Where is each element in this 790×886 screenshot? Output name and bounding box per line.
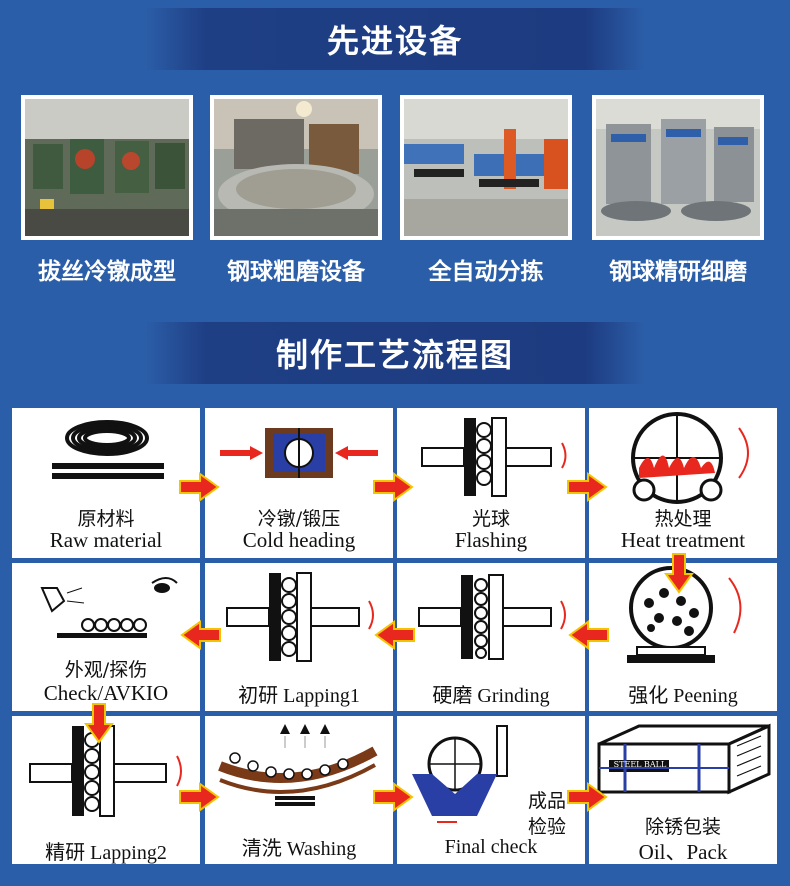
step-label-zh: 成品 [527, 790, 566, 812]
step-label-en: Flashing [454, 528, 528, 552]
process-step-cold-heading: 冷镦/锻压 Cold heading [205, 408, 393, 558]
step-label-zh: 强化 [628, 685, 669, 707]
step-label-en: Final check [444, 836, 538, 858]
steel-ball-box-icon [597, 723, 771, 795]
section-title: 制作工艺流程图 [275, 336, 514, 374]
process-step-raw-material: 原材料 Raw material [12, 408, 200, 558]
step-label-en: Grinding [477, 685, 550, 707]
inspection-eye-icon [40, 577, 178, 638]
equipment-photo [210, 95, 382, 240]
auto-sorting-line-photo [404, 99, 568, 236]
step-label-zh: 冷镦/锻压 [257, 508, 341, 530]
flow-arrow-right-icon [567, 472, 608, 502]
step-label-zh: 硬磨 [432, 685, 473, 707]
furnace-drum-icon [631, 412, 749, 504]
equipment-photo [21, 95, 193, 240]
equipment-photo [400, 95, 572, 240]
wire-coil-icon [52, 420, 164, 479]
step-label-zh: 热处理 [654, 508, 712, 530]
step-label-zh: 初研 [238, 685, 279, 707]
process-step-final-check: 成品 检验 Final check [397, 716, 585, 864]
equipment-caption: 钢球精研细磨 [609, 259, 747, 285]
section-banner-equipment: 先进设备 [145, 8, 645, 70]
lapping-plates-icon [29, 725, 182, 817]
flow-arrow-down-icon [664, 553, 694, 594]
equipment-caption: 全自动分拣 [428, 259, 544, 285]
grinding-plates-icon [418, 574, 566, 660]
washing-conveyor-icon [218, 724, 378, 806]
equipment-caption: 拔丝冷镦成型 [38, 259, 176, 285]
process-step-pack: STEEL BALL 除锈包装 Oil、Pack [589, 716, 777, 864]
flow-arrow-down-icon [84, 703, 114, 744]
step-label-combined: 硬磨 Grinding [397, 679, 585, 708]
box-label: STEEL BALL [613, 760, 667, 769]
flow-arrow-left-icon [568, 620, 609, 650]
process-step-washing: 清洗 Washing [205, 716, 393, 864]
step-label-combined: 清洗 Washing [205, 832, 393, 861]
process-step-lapping1: 初研 Lapping1 [205, 563, 393, 711]
flow-arrow-right-icon [373, 782, 414, 812]
equipment-caption: 钢球粗磨设备 [227, 259, 365, 285]
step-label-zh: 光球 [471, 508, 510, 530]
step-label-en: Washing [286, 838, 357, 860]
step-label-combined: 强化 Peening [589, 679, 777, 708]
process-step-grinding: 硬磨 Grinding [397, 563, 585, 711]
step-label-combined: 精研 Lapping2 [12, 836, 200, 865]
step-label-combined: 初研 Lapping1 [205, 679, 393, 708]
rough-grinding-machine-photo [214, 99, 378, 236]
step-label-zh: 清洗 [241, 838, 282, 860]
step-label-en: Peening [673, 685, 738, 707]
equipment-photo [592, 95, 764, 240]
final-check-icon [412, 725, 508, 823]
flow-arrow-right-icon [567, 782, 608, 812]
cold-heading-machines-photo [25, 99, 189, 236]
process-step-heat-treatment: 热处理 Heat treatment [589, 408, 777, 558]
step-label-en: Heat treatment [620, 528, 746, 552]
flow-arrow-left-icon [374, 620, 415, 650]
step-label-en: Check/AVKIO [43, 681, 169, 705]
flashing-plates-icon [421, 417, 567, 497]
process-step-flashing: 光球 Flashing [397, 408, 585, 558]
step-label-zh: 原材料 [77, 508, 135, 530]
flow-arrow-right-icon [179, 782, 220, 812]
step-label-en: Raw material [49, 528, 163, 552]
step-label-zh: 除锈包装 [644, 816, 721, 838]
lapping-plates-icon [226, 572, 374, 662]
step-label-en: Oil、Pack [638, 840, 728, 864]
step-label-zh: 精研 [45, 842, 86, 864]
peening-drum-icon [627, 566, 742, 663]
fine-lapping-machine-photo [596, 99, 760, 236]
step-label-zh: 检验 [527, 816, 566, 838]
step-label-en: Lapping1 [283, 685, 360, 707]
flow-arrow-right-icon [179, 472, 220, 502]
section-title: 先进设备 [326, 22, 463, 60]
step-label-en: Cold heading [242, 528, 356, 552]
flow-arrow-left-icon [180, 620, 221, 650]
section-banner-process: 制作工艺流程图 [145, 322, 645, 384]
flow-arrow-right-icon [373, 472, 414, 502]
process-step-lapping2: 精研 Lapping2 [12, 716, 200, 864]
step-label-zh: 外观/探伤 [64, 659, 148, 681]
process-step-check: 外观/探伤 Check/AVKIO [12, 563, 200, 711]
step-label-en: Lapping2 [90, 842, 167, 864]
die-press-icon [220, 428, 378, 478]
